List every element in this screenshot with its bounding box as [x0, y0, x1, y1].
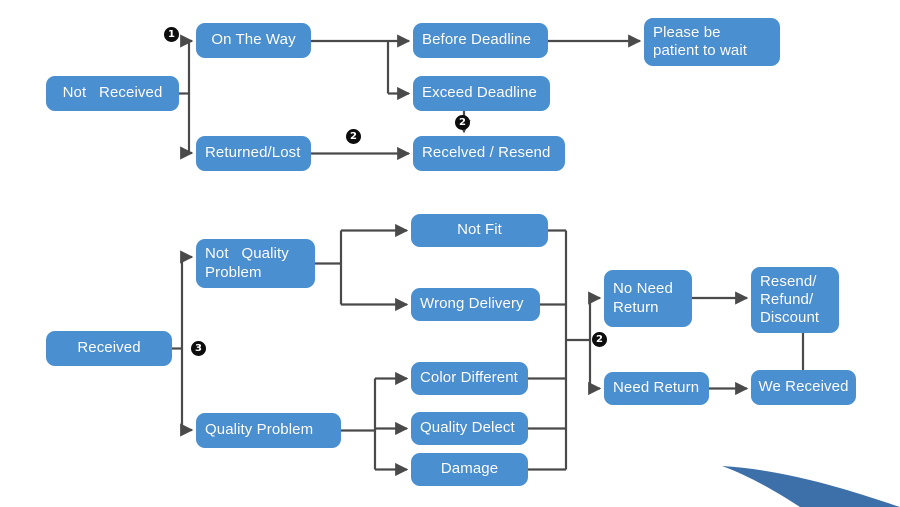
step-marker-marker-2-exceed: 2: [455, 115, 470, 130]
node-exceed-deadline[interactable]: Exceed Deadline: [413, 76, 550, 111]
node-color-different[interactable]: Color Different: [411, 362, 528, 395]
node-we-received[interactable]: We Received: [751, 370, 856, 405]
node-quality-problem[interactable]: Quality Problem: [196, 413, 341, 448]
step-marker-marker-1-top: 1: [164, 27, 179, 42]
node-not-fit[interactable]: Not Fit: [411, 214, 548, 247]
node-on-the-way[interactable]: On The Way: [196, 23, 311, 58]
node-before-deadline[interactable]: Before Deadline: [413, 23, 548, 58]
node-not-quality-problem[interactable]: Not Quality Problem: [196, 239, 315, 288]
node-no-need-return[interactable]: No Need Return: [604, 270, 692, 327]
node-damage[interactable]: Damage: [411, 453, 528, 486]
node-returned-lost[interactable]: Returned/Lost: [196, 136, 311, 171]
step-marker-marker-2-return: 2: [592, 332, 607, 347]
step-marker-marker-3-received: 3: [191, 341, 206, 356]
node-wrong-delivery[interactable]: Wrong Delivery: [411, 288, 540, 321]
node-please-be-patient[interactable]: Please be patient to wait: [644, 18, 780, 66]
node-not-received[interactable]: Not Received: [46, 76, 179, 111]
node-quality-delect[interactable]: Quality Delect: [411, 412, 528, 445]
node-received[interactable]: Received: [46, 331, 172, 366]
node-resend-refund-discount[interactable]: Resend/ Refund/ Discount: [751, 267, 839, 333]
node-need-return[interactable]: Need Return: [604, 372, 709, 405]
node-received-resend[interactable]: Recelved / Resend: [413, 136, 565, 171]
step-marker-marker-2-resend: 2: [346, 129, 361, 144]
